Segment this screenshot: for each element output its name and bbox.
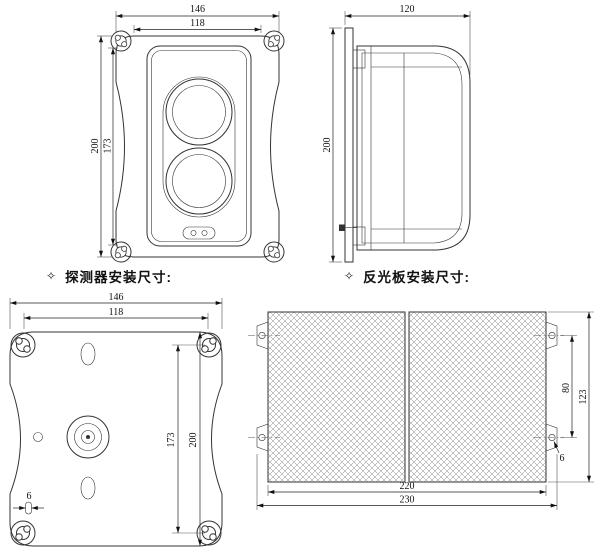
keyhole-slot-icon xyxy=(267,34,281,48)
lens-bottom-inner xyxy=(172,154,226,208)
dim-front-outer-width: 146 xyxy=(190,4,205,15)
mount-ear xyxy=(110,241,132,263)
reflector-panel-view: 6 80 123 220 230 xyxy=(248,311,594,510)
keyhole-slot-icon xyxy=(114,34,128,48)
lens-bottom xyxy=(165,147,233,215)
star-bullet-icon: ✧ xyxy=(344,269,356,283)
keyhole-slot-icon xyxy=(15,337,31,353)
dim-side-depth: 120 xyxy=(400,4,415,15)
dim-front-hole-height: 173 xyxy=(103,139,114,154)
center-boss-pin xyxy=(86,435,90,439)
dim-reflector-hole-spacing: 80 xyxy=(561,383,572,393)
body-profile-inner xyxy=(361,52,463,244)
dim-plate-hole-height: 173 xyxy=(166,433,177,448)
hinge-bottom xyxy=(352,226,366,246)
mount-ear xyxy=(263,241,285,263)
mount-ear xyxy=(10,332,36,358)
small-slot xyxy=(25,501,32,515)
keyhole-slot-icon xyxy=(15,525,31,541)
indicator-led xyxy=(190,230,197,236)
dim-plate-outer-width: 146 xyxy=(109,292,124,303)
side-hole xyxy=(33,432,43,442)
keyhole-slot-icon xyxy=(267,245,281,259)
reflector-install-caption: ✧ 反光板安装尺寸: xyxy=(344,266,470,286)
dim-reflector-outer-width: 230 xyxy=(400,495,415,506)
mount-screw xyxy=(339,224,345,231)
bottom-slot xyxy=(80,476,96,500)
center-boss-ring xyxy=(74,423,102,451)
indicator-panel xyxy=(182,226,216,240)
lens-recess xyxy=(162,76,236,218)
detector-body xyxy=(146,45,252,247)
detector-install-caption: ✧ 探测器安装尺寸: xyxy=(46,266,172,286)
keyhole-slot-icon xyxy=(114,245,128,259)
center-boss-hole xyxy=(81,430,95,444)
dim-reflector-hole-dia: 6 xyxy=(560,453,565,464)
top-slot xyxy=(80,342,96,366)
detector-install-caption-text: 探测器安装尺寸: xyxy=(65,270,173,285)
dim-front-outer-height: 200 xyxy=(90,139,101,154)
reflector-install-caption-text: 反光板安装尺寸: xyxy=(363,270,471,285)
wall-plate xyxy=(344,27,354,263)
dim-reflector-inner-width: 220 xyxy=(400,481,415,492)
backplate-outline xyxy=(115,35,280,258)
dim-plate-hole-width: 118 xyxy=(109,307,124,318)
lens-top-inner xyxy=(172,85,226,139)
reflector-panel-right xyxy=(408,311,547,483)
mount-ear xyxy=(10,520,36,546)
dim-reflector-outer-height: 123 xyxy=(578,390,589,405)
star-bullet-icon: ✧ xyxy=(46,269,58,283)
plate-outline xyxy=(9,331,223,547)
center-boss xyxy=(66,415,110,459)
hinge-top xyxy=(352,49,366,69)
reflector-panel-left xyxy=(267,311,406,483)
mount-ear xyxy=(263,30,285,52)
dim-front-hole-width: 118 xyxy=(190,18,205,29)
mounting-plate-view: 146 118 173 200 6 xyxy=(9,292,223,547)
dim-side-height: 200 xyxy=(322,138,333,153)
detector-front-view: 146 118 200 173 xyxy=(90,4,285,263)
body-profile xyxy=(356,45,471,251)
mount-ear xyxy=(110,30,132,52)
dim-plate-outer-height: 200 xyxy=(188,433,199,448)
detector-body-inner xyxy=(151,50,247,242)
lens-top xyxy=(165,78,233,146)
dim-plate-slot-width: 6 xyxy=(27,491,32,502)
detector-side-view: 120 200 xyxy=(322,4,471,263)
indicator-led xyxy=(201,230,208,236)
